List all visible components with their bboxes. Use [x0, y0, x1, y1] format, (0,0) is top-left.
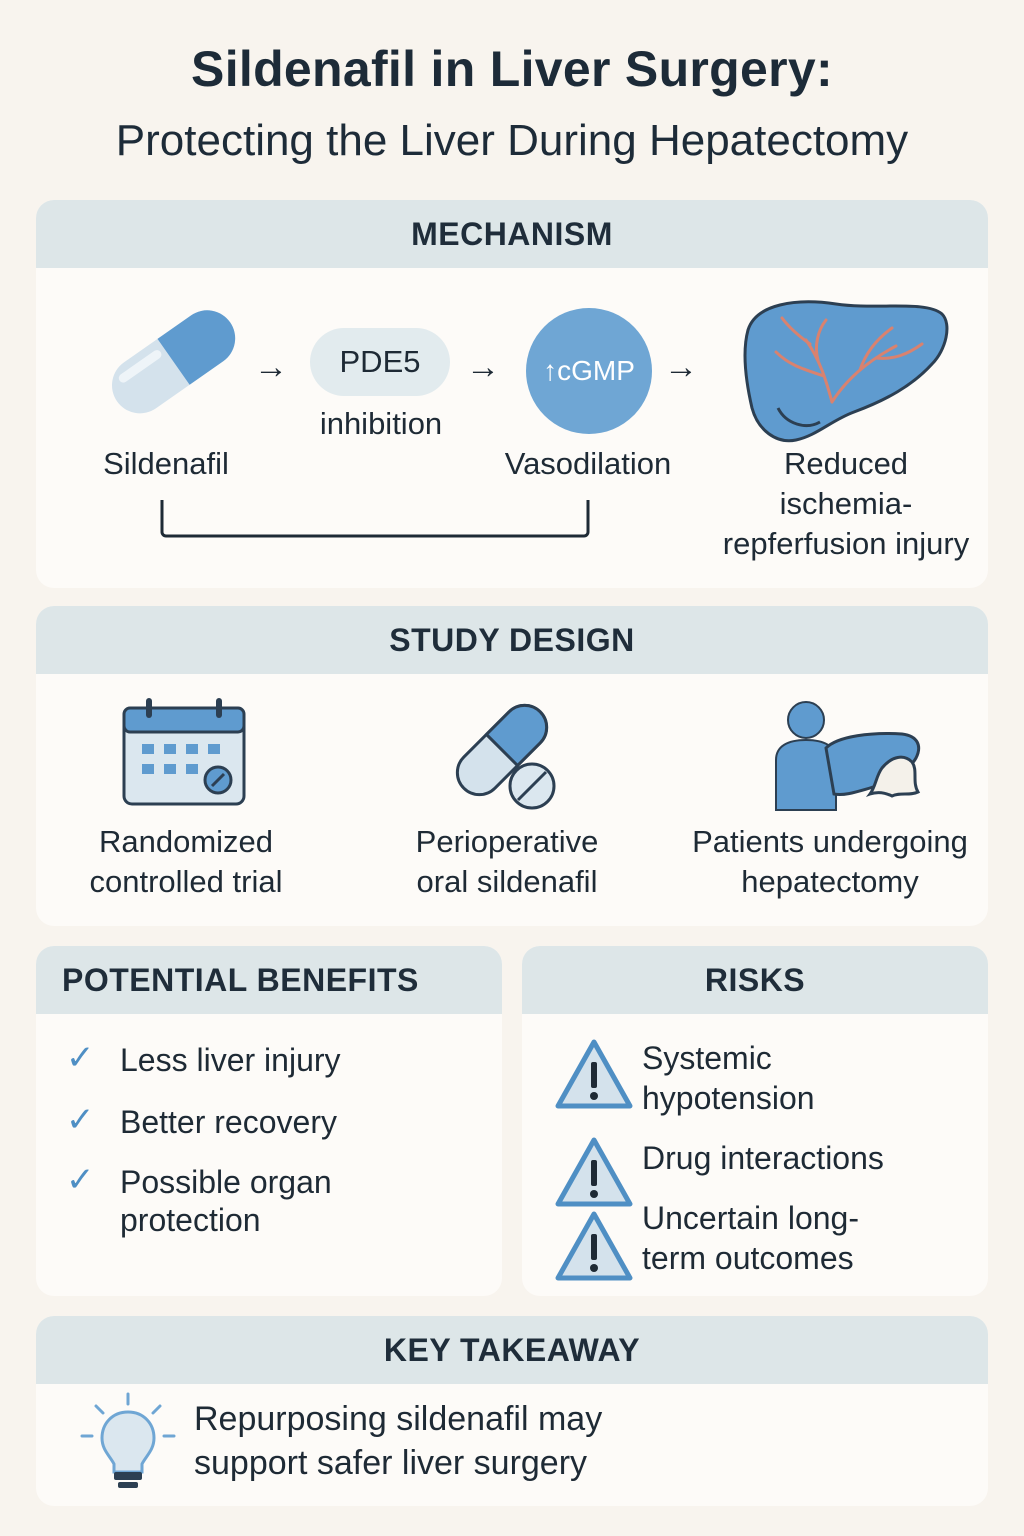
page-subtitle: Protecting the Liver During Hepatectomy	[115, 116, 909, 165]
mechanism-panel: MECHANISM Sildenafil → PDE5 inhibition →…	[36, 200, 988, 588]
calendar-icon	[122, 698, 246, 806]
study-item-1-line-1: Randomized	[98, 824, 274, 859]
bracket-connector	[160, 500, 590, 538]
vasodilation-label: Vasodilation	[504, 446, 672, 481]
arrow-2: →	[466, 348, 500, 386]
arrow-1: →	[254, 348, 288, 386]
risk-item-3-line-1: Uncertain long-	[642, 1200, 859, 1236]
patient-liver-icon	[775, 701, 921, 811]
warning-icon	[555, 1039, 633, 1109]
risk-item-1-line-2: hypotension	[642, 1080, 815, 1116]
liver-icon	[743, 300, 949, 443]
page-title: Sildenafil in Liver Surgery:	[191, 41, 833, 97]
risks-panel: RISKS Systemic hypotension Drug interact…	[522, 946, 988, 1296]
sildenafil-label: Sildenafil	[103, 446, 229, 481]
warning-icon	[555, 1137, 633, 1207]
risk-item-1-line-1: Systemic	[642, 1040, 772, 1076]
study-item-1-line-2: controlled trial	[89, 864, 283, 899]
outcome-line-3: repferfusion injury	[722, 526, 970, 561]
inhibition-label: inhibition	[319, 406, 443, 441]
outcome-line-2: ischemia-	[779, 486, 913, 521]
study-design-panel: STUDY DESIGN Randomized controlled trial…	[36, 606, 988, 926]
pill-icon	[455, 703, 556, 810]
lightbulb-icon	[80, 1392, 176, 1488]
mechanism-heading: MECHANISM	[36, 200, 988, 268]
takeaway-heading: KEY TAKEAWAY	[36, 1316, 988, 1384]
study-item-3-line-2: hepatectomy	[741, 864, 919, 899]
check-icon: ✓	[66, 1161, 95, 1199]
risks-heading: RISKS	[522, 946, 988, 1014]
risk-item-2: Drug interactions	[642, 1140, 884, 1176]
check-icon: ✓	[66, 1101, 95, 1139]
takeaway-panel: KEY TAKEAWAY Repurposing sildenafil may …	[36, 1316, 988, 1506]
study-item-2-line-1: Perioperative	[415, 824, 599, 859]
benefit-item-3-line-2: protection	[120, 1202, 261, 1238]
cgmp-circle: ↑cGMP	[526, 308, 652, 434]
arrow-3: →	[664, 348, 698, 386]
study-item-3-line-1: Patients undergoing	[692, 824, 968, 859]
benefits-panel: POTENTIAL BENEFITS ✓ Less liver injury ✓…	[36, 946, 502, 1296]
benefit-item-2: Better recovery	[120, 1104, 337, 1140]
study-design-heading: STUDY DESIGN	[36, 606, 988, 674]
benefit-item-1: Less liver injury	[120, 1042, 341, 1078]
takeaway-line-1: Repurposing sildenafil may	[194, 1400, 603, 1438]
warning-icon	[555, 1211, 633, 1281]
outcome-line-1: Reduced	[783, 446, 909, 481]
benefits-heading: POTENTIAL BENEFITS	[36, 946, 502, 1014]
risk-item-3-line-2: term outcomes	[642, 1240, 854, 1276]
pde5-box: PDE5	[310, 328, 450, 396]
capsule-icon	[111, 310, 236, 414]
takeaway-line-2: support safer liver surgery	[194, 1444, 588, 1482]
benefit-item-3-line-1: Possible organ	[120, 1164, 332, 1200]
check-icon: ✓	[66, 1039, 95, 1077]
study-item-2-line-2: oral sildenafil	[416, 864, 598, 899]
